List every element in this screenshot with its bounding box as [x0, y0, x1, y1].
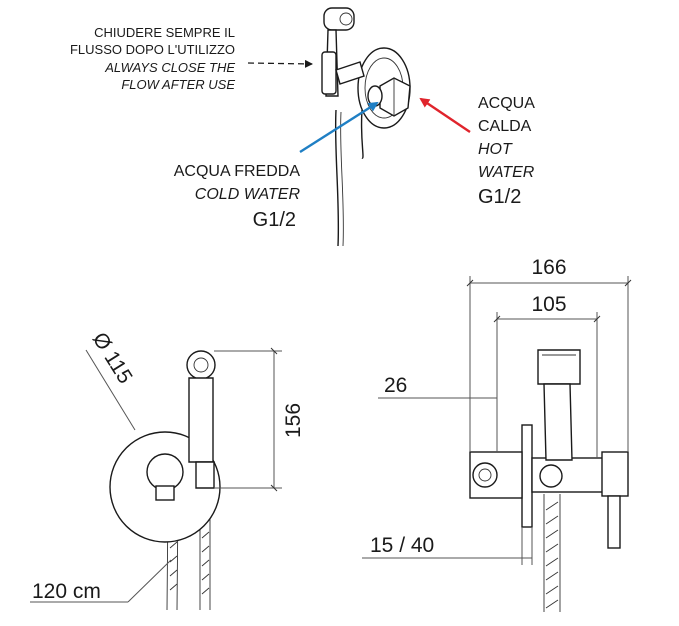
diameter-dimension: Ø 115: [85, 328, 137, 431]
height-dimension: 156: [214, 347, 305, 492]
inner-width-dimension: 105: [493, 293, 601, 458]
close-flow-note: CHIUDERE SEMPRE IL FLUSSO DOPO L'UTILIZZ…: [70, 25, 313, 92]
product-illustration: [321, 7, 411, 247]
cold-en: COLD WATER: [195, 186, 301, 203]
note-pointer-arrow: [247, 59, 313, 68]
hot-it-line2: CALDA: [478, 118, 532, 135]
hot-en-line1: HOT: [478, 141, 513, 158]
cold-thread: G1/2: [253, 209, 296, 231]
depth-dimension: 26: [378, 374, 497, 405]
note-en-line1: ALWAYS CLOSE THE: [104, 60, 235, 75]
depth-label: 26: [384, 374, 407, 397]
hot-thread: G1/2: [478, 186, 521, 208]
hose-length-label: 120 cm: [32, 580, 101, 603]
inner-width-label: 105: [531, 293, 566, 316]
cold-water-arrow: [299, 101, 379, 154]
cold-it: ACQUA FREDDA: [174, 163, 301, 180]
hot-en-line2: WATER: [478, 164, 535, 181]
overall-width-label: 166: [531, 256, 566, 279]
side-view: [469, 349, 629, 612]
cold-water-callout: ACQUA FREDDA COLD WATER G1/2: [174, 101, 379, 231]
hose-length-dimension: 120 cm: [30, 559, 172, 603]
note-en-line2: FLOW AFTER USE: [121, 77, 235, 92]
adjustment-label: 15 / 40: [370, 534, 434, 557]
adjustment-dimension: 15 / 40: [362, 527, 533, 565]
hot-water-arrow: [419, 97, 471, 133]
front-view: [109, 350, 221, 611]
height-label: 156: [282, 403, 305, 438]
note-it-line1: CHIUDERE SEMPRE IL: [94, 25, 235, 40]
diameter-label: Ø 115: [88, 328, 137, 387]
note-it-line2: FLUSSO DOPO L'UTILIZZO: [70, 42, 235, 57]
hot-water-callout: ACQUA CALDA HOT WATER G1/2: [419, 95, 535, 208]
overall-width-dimension: 166: [466, 256, 632, 452]
hot-it-line1: ACQUA: [478, 95, 535, 112]
